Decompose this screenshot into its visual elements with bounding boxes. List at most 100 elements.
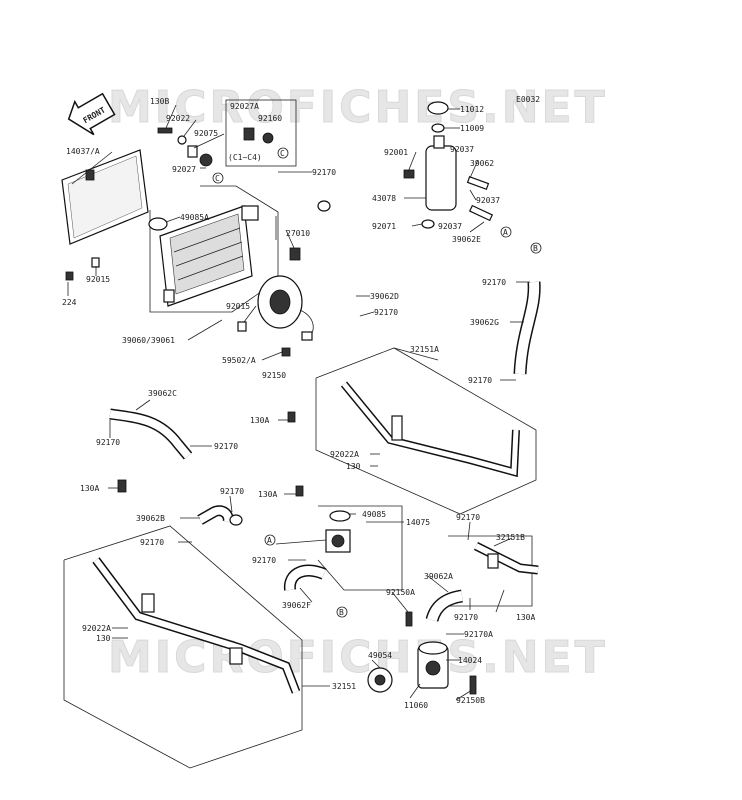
ref-c-main-label: C bbox=[215, 174, 220, 183]
label-11009: 11009 bbox=[460, 124, 484, 133]
label-14075: 14075 bbox=[406, 518, 430, 527]
label-92022a-a: 92022A bbox=[330, 450, 359, 459]
pipe-bracket-32151a bbox=[391, 415, 403, 441]
thermostat-group-outline bbox=[317, 505, 403, 591]
diagram-code: E0032 bbox=[516, 95, 540, 104]
label-49085a: 49085A bbox=[180, 213, 209, 222]
label-49085: 49085 bbox=[362, 510, 386, 519]
sensor-icon bbox=[289, 247, 301, 261]
label-32151: 32151 bbox=[332, 682, 356, 691]
label-39062b: 39062B bbox=[136, 514, 165, 523]
ref-b-mid-label: B bbox=[339, 608, 344, 617]
label-39060-39061: 39060/39061 bbox=[122, 336, 175, 345]
label-92037b: 92037 bbox=[476, 196, 500, 205]
bolt-icon bbox=[157, 127, 173, 134]
reservoir-tank bbox=[403, 101, 494, 229]
pipe-bracket-32151 bbox=[141, 593, 155, 613]
inset-box bbox=[225, 99, 297, 167]
inset-variant-label: (C1~C4) bbox=[228, 153, 262, 162]
pipe-group-32151a-outline bbox=[315, 347, 537, 515]
thermostat-housing bbox=[325, 510, 351, 553]
label-92170e: 92170 bbox=[96, 438, 120, 447]
bolt-92150a-icon bbox=[405, 611, 413, 627]
ref-b-top bbox=[530, 242, 542, 254]
label-92015b: 92015 bbox=[226, 302, 250, 311]
radiator-screen bbox=[61, 149, 149, 245]
label-92037a: 92037 bbox=[450, 145, 474, 154]
label-49054: 49054 bbox=[368, 651, 392, 660]
label-92170d: 92170 bbox=[468, 376, 492, 385]
ref-c-inset-label: C bbox=[280, 149, 285, 158]
pipe-32151a bbox=[340, 381, 520, 478]
label-39062g: 39062G bbox=[470, 318, 499, 327]
label-130-a: 130 bbox=[346, 462, 361, 471]
label-43078: 43078 bbox=[372, 194, 396, 203]
bolt-130a-mid-icon bbox=[287, 411, 296, 423]
ref-c-main bbox=[212, 172, 224, 184]
inset-part-label: 92027A bbox=[230, 102, 259, 111]
bolt-92150b-icon bbox=[469, 675, 477, 695]
label-130-b: 130 bbox=[96, 634, 111, 643]
label-92150: 92150 bbox=[262, 371, 286, 380]
collar-icon bbox=[187, 145, 198, 158]
grommet-icon bbox=[199, 153, 213, 167]
label-92071: 92071 bbox=[372, 222, 396, 231]
label-130b: 130B bbox=[150, 97, 169, 106]
label-92037c: 92037 bbox=[438, 222, 462, 231]
label-92170j: 92170 bbox=[252, 556, 276, 565]
clip-92015-icon bbox=[91, 257, 100, 268]
ref-a-top bbox=[500, 226, 512, 238]
label-92150a: 92150A bbox=[386, 588, 415, 597]
watermark-top: MICROFICHES.NET bbox=[108, 82, 608, 133]
label-92022: 92022 bbox=[166, 114, 190, 123]
ref-b-top-label: B bbox=[533, 244, 538, 253]
label-92170i: 92170 bbox=[456, 513, 480, 522]
water-pump-cover bbox=[417, 641, 449, 689]
label-27010: 27010 bbox=[286, 229, 310, 238]
label-130a-b: 130A bbox=[80, 484, 99, 493]
label-14037a: 14037/A bbox=[66, 147, 100, 156]
inset-part2-label: 92160 bbox=[258, 114, 282, 123]
label-32151a: 32151A bbox=[410, 345, 439, 354]
bolt-92150-icon bbox=[281, 347, 291, 357]
ref-c-inset bbox=[277, 147, 289, 159]
label-92170c: 92170 bbox=[482, 278, 506, 287]
cap-49085a-icon bbox=[148, 217, 168, 231]
clip-92015b-icon bbox=[237, 321, 247, 332]
label-11060: 11060 bbox=[404, 701, 428, 710]
label-14024: 14024 bbox=[458, 656, 482, 665]
label-92075: 92075 bbox=[194, 129, 218, 138]
label-92170a: 92170 bbox=[312, 168, 336, 177]
inset-grommet-icon bbox=[243, 127, 274, 144]
label-11012: 11012 bbox=[460, 105, 484, 114]
label-59502a: 59502/A bbox=[222, 356, 256, 365]
label-130a-d: 130A bbox=[516, 613, 535, 622]
label-92001: 92001 bbox=[384, 148, 408, 157]
label-39062f: 39062F bbox=[282, 601, 311, 610]
bolt-130a-left-icon bbox=[117, 479, 127, 493]
label-92170h: 92170 bbox=[140, 538, 164, 547]
label-39062a: 39062A bbox=[424, 572, 453, 581]
clamp-top-39062d bbox=[317, 200, 331, 212]
impeller-49054 bbox=[367, 667, 393, 693]
ref-a-top-label: A bbox=[503, 228, 508, 237]
label-39062d: 39062D bbox=[370, 292, 399, 301]
label-92022a-b: 92022A bbox=[82, 624, 111, 633]
label-39062e: 39062E bbox=[452, 235, 481, 244]
label-92170k: 92170 bbox=[454, 613, 478, 622]
label-130a-c: 130A bbox=[258, 490, 277, 499]
washer-icon bbox=[177, 135, 187, 145]
ref-a-mid bbox=[264, 534, 276, 546]
label-39062c: 39062C bbox=[148, 389, 177, 398]
bolt-130a-center-icon bbox=[295, 485, 304, 497]
bolt-224-icon bbox=[65, 271, 74, 281]
label-224: 224 bbox=[62, 298, 77, 307]
label-92015a: 92015 bbox=[86, 275, 110, 284]
label-92170g: 92170 bbox=[220, 487, 244, 496]
ref-b-mid bbox=[336, 606, 348, 618]
label-32151b: 32151B bbox=[496, 533, 525, 542]
front-arrow-icon: FRONT bbox=[67, 92, 116, 136]
label-92170b: 92170 bbox=[374, 308, 398, 317]
radiator-core bbox=[159, 205, 259, 307]
label-92170a-alt: 92170A bbox=[464, 630, 493, 639]
